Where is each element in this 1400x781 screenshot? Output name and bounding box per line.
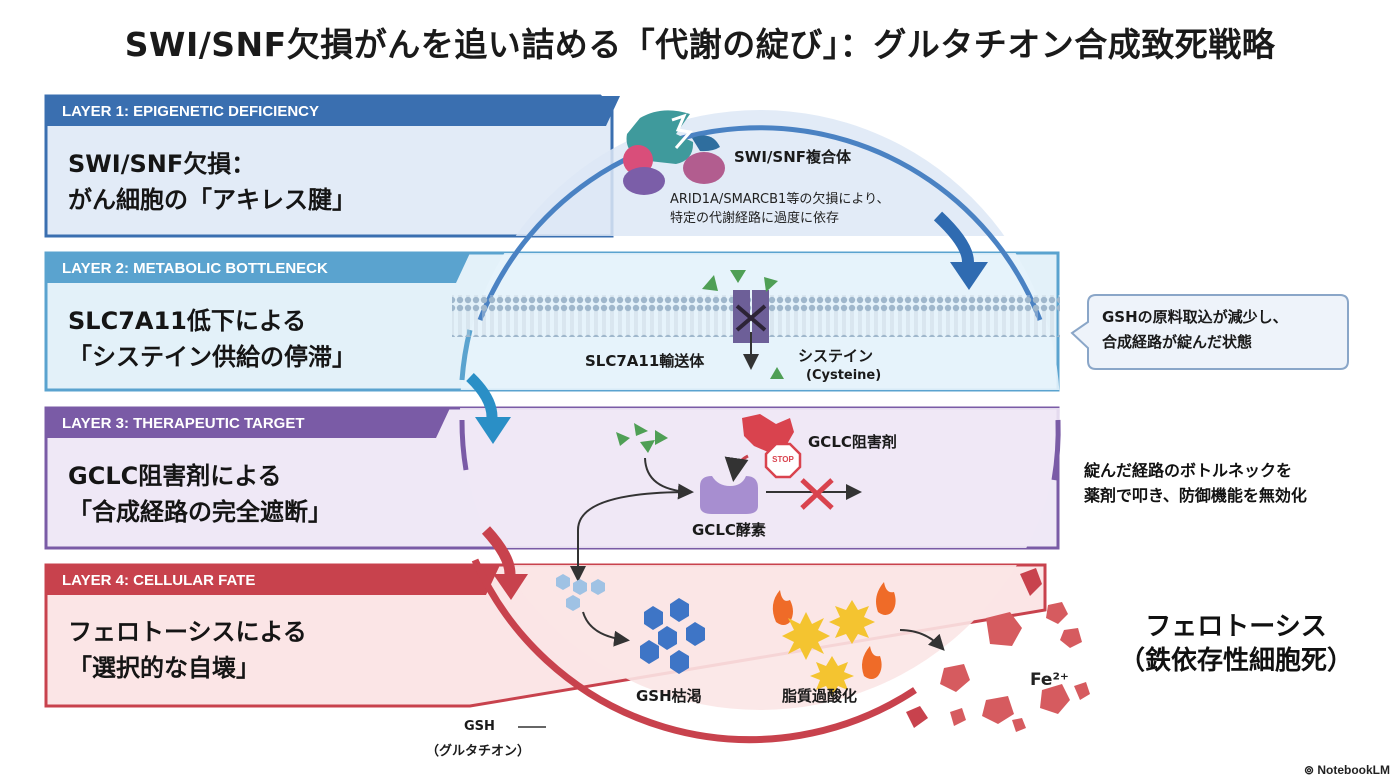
- ferroptosis-label: フェロトーシス （鉄依存性細胞死）: [1106, 610, 1366, 678]
- callout-bubble: [1070, 294, 1349, 370]
- transporter-icon: [733, 290, 769, 370]
- cysteine-cluster-icon: [616, 423, 668, 453]
- pathway-arrow-down: [570, 491, 691, 582]
- inhibitor-icon: [724, 414, 794, 482]
- layer-3-title-line1: GCLC阻害剤による: [68, 462, 282, 490]
- layer-1-title: SWI/SNF欠損： がん細胞の「アキレス腱」: [68, 146, 356, 218]
- layer-2-title-line2: 「システイン供給の停滞」: [68, 343, 356, 371]
- callout-text: GSHの原料取込が減少し、 合成経路が綻んだ状態: [1102, 305, 1288, 355]
- inhibitor-label: GCLC阻害剤: [808, 433, 897, 451]
- flow-arrow-3: [481, 526, 528, 600]
- ferroptosis-line1: フェロトーシス: [1145, 612, 1327, 642]
- gsh-legend-label: GSH: [464, 719, 495, 734]
- callout-line1: GSHの原料取込が減少し、: [1102, 308, 1288, 326]
- layer-4-title-line1: フェロトーシスによる: [68, 618, 307, 646]
- cysteine-icon: [702, 270, 784, 379]
- layer-3-title-line2: 「合成経路の完全遮断」: [68, 498, 332, 526]
- stop-sign-text: STOP: [772, 455, 794, 464]
- callout-line2: 合成経路が綻んだ状態: [1102, 333, 1253, 351]
- iron-label: Fe²⁺: [1030, 670, 1069, 690]
- flow-arrow-1: [933, 211, 988, 290]
- flame-icon: [772, 582, 896, 679]
- layer1-desc-line1: ARID1A/SMARCB1等の欠損により、: [670, 192, 890, 207]
- layer-2-header: LAYER 2: METABOLIC BOTTLENECK: [62, 260, 328, 277]
- transporter-label: SLC7A11輸送体: [585, 352, 705, 370]
- gsh-depletion-arrow: [582, 611, 630, 647]
- layer-4-header: LAYER 4: CELLULAR FATE: [62, 572, 256, 589]
- lipid-to-ferroptosis-arrow: [899, 629, 945, 651]
- ferroptosis-line2: （鉄依存性細胞死）: [1118, 646, 1353, 676]
- gsh-legend-sublabel: （グルタチオン）: [426, 744, 531, 759]
- layer-1-header: LAYER 1: EPIGENETIC DEFICIENCY: [62, 103, 319, 120]
- cysteine-label: システイン: [798, 347, 874, 365]
- footer-brand: ⊚ NotebookLM: [1304, 763, 1390, 777]
- cysteine-english-label: (Cysteine): [806, 368, 882, 383]
- footer-label: NotebookLM: [1317, 763, 1390, 777]
- layer-1-title-line1: SWI/SNF欠損：: [68, 150, 256, 178]
- enzyme-label: GCLC酵素: [692, 521, 766, 539]
- lipid-peroxidation-label: 脂質過酸化: [782, 687, 858, 705]
- enzyme-icon: [700, 476, 758, 514]
- layer-1-title-line2: がん細胞の「アキレス腱」: [68, 186, 356, 214]
- page-title: SWI/SNF欠損がんを追い詰める「代謝の綻び」：グルタチオン合成致死戦略: [124, 25, 1276, 64]
- layer-4-title: フェロトーシスによる 「選択的な自壊」: [68, 614, 307, 686]
- layer-2-title-line1: SLC7A11低下による: [68, 307, 307, 335]
- gsh-hexagon-icon: [556, 574, 605, 611]
- gsh-depleted-cluster: [640, 598, 705, 674]
- layer1-desc-line2: 特定の代謝経路に過度に依存: [670, 211, 840, 226]
- stop-sign-icon: [764, 442, 802, 479]
- gsh-depletion-label: GSH枯渇: [636, 687, 702, 705]
- burst-icon: [782, 600, 875, 696]
- swi-snf-complex-label: SWI/SNF複合体: [734, 148, 852, 166]
- layer3-note-line2: 薬剤で叩き、防御機能を無効化: [1084, 486, 1307, 505]
- layer1-description: ARID1A/SMARCB1等の欠損により、 特定の代謝経路に過度に依存: [670, 190, 890, 228]
- notebooklm-logo-icon: ⊚: [1303, 763, 1318, 777]
- layer-3-header: LAYER 3: THERAPEUTIC TARGET: [62, 415, 305, 432]
- layer3-note-line1: 綻んだ経路のボトルネックを: [1084, 461, 1293, 480]
- cell-fragment-icon: [906, 568, 1090, 732]
- flow-arrow-2: [466, 373, 511, 444]
- layer-4-title-line2: 「選択的な自壊」: [68, 654, 260, 682]
- layer-3-title: GCLC阻害剤による 「合成経路の完全遮断」: [68, 458, 332, 530]
- layer3-note: 綻んだ経路のボトルネックを 薬剤で叩き、防御機能を無効化: [1084, 458, 1307, 508]
- block-x-icon: [800, 478, 834, 510]
- swi-snf-complex-icon: [623, 110, 725, 195]
- layer-2-title: SLC7A11低下による 「システイン供給の停滞」: [68, 303, 356, 375]
